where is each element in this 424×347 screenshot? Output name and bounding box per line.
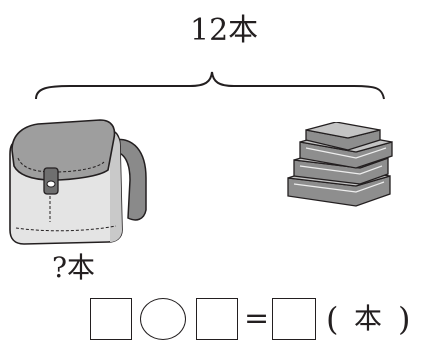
unit-label: 本	[354, 302, 383, 335]
answer-box-result[interactable]	[272, 298, 316, 340]
total-label: 12本	[190, 13, 259, 48]
close-paren: )	[398, 300, 411, 338]
answer-box-2[interactable]	[196, 298, 238, 340]
operator-circle[interactable]	[140, 298, 186, 340]
curly-brace	[35, 71, 385, 100]
open-paren: (	[326, 300, 339, 338]
unknown-count-label: ?本	[52, 251, 96, 284]
backpack-icon	[9, 119, 147, 245]
books-stack-icon	[287, 122, 393, 207]
equals-sign: =	[244, 301, 270, 336]
answer-box-1[interactable]	[90, 298, 132, 340]
